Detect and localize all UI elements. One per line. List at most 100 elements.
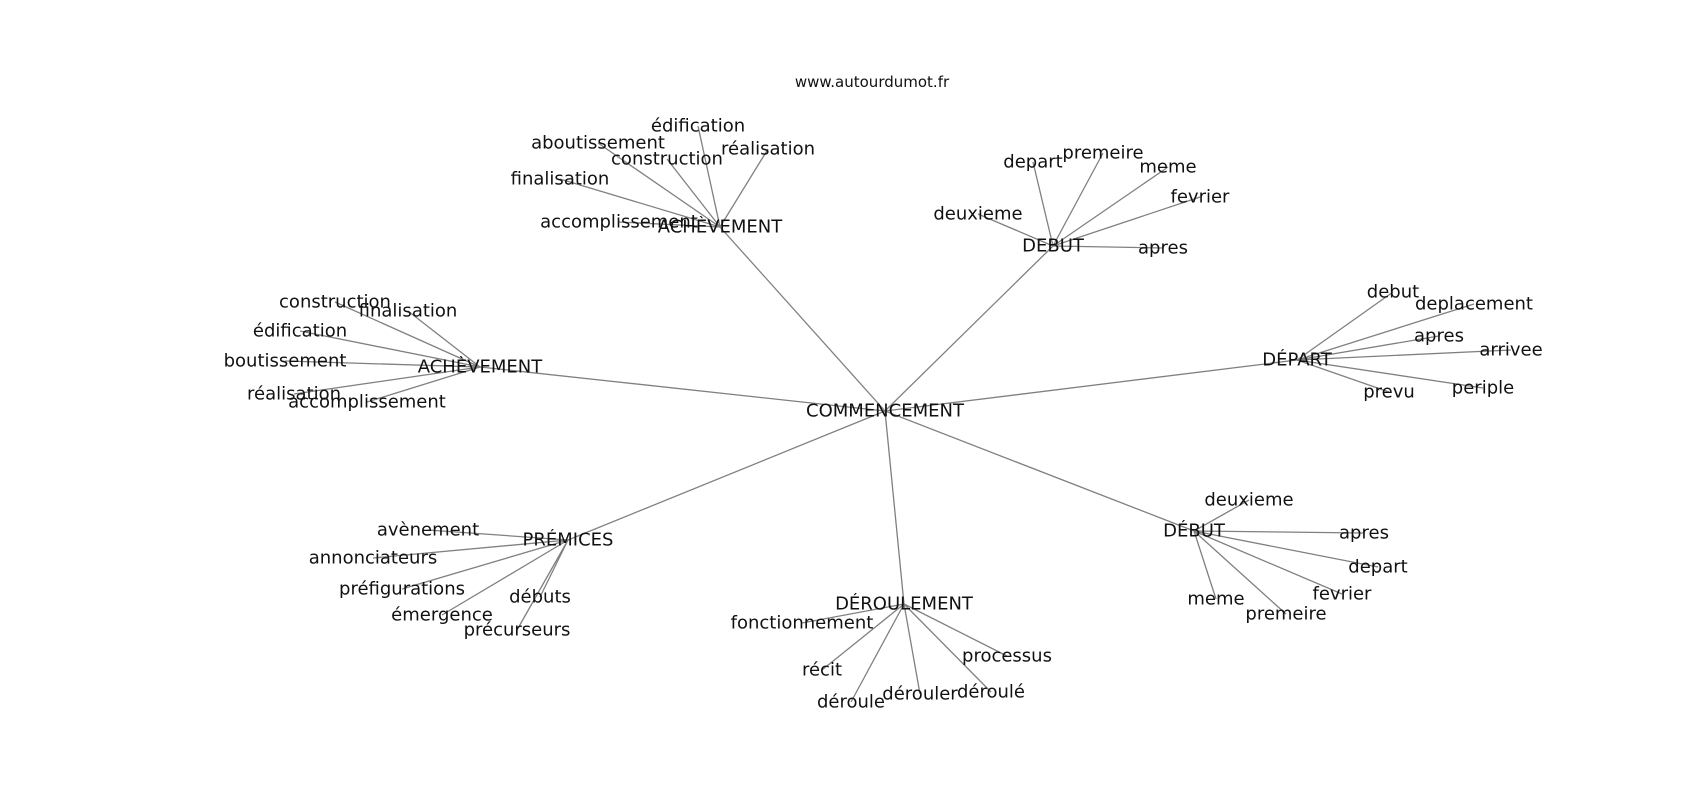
hub-node-achevement[interactable]: ACHÈVEMENT — [658, 216, 784, 238]
node-annonciateurs[interactable]: annonciateurs — [309, 548, 438, 569]
node-meme[interactable]: meme — [1139, 157, 1196, 178]
graph-labels: www.autourdumot.fr édificationaboutissem… — [224, 73, 1543, 713]
node-edification[interactable]: édification — [651, 116, 745, 137]
graph-edges — [284, 125, 1512, 703]
edge-achevement-boutissement — [284, 360, 481, 368]
hub-node-debut[interactable]: DEBUT — [1022, 236, 1085, 257]
edge-depart-apres — [1296, 335, 1440, 361]
hub-node-depart[interactable]: DÉPART — [1262, 349, 1332, 371]
hub-node-deroulement[interactable]: DÉROULEMENT — [835, 593, 974, 615]
node-apres[interactable]: apres — [1414, 326, 1464, 347]
edge-premices-emergence — [441, 539, 569, 616]
edge-debut-meme — [1052, 166, 1169, 247]
edge-debut-depart — [1032, 161, 1054, 247]
node-depart[interactable]: depart — [1003, 152, 1062, 173]
node-periple[interactable]: periple — [1452, 378, 1514, 399]
node-deroule[interactable]: déroule — [817, 692, 885, 713]
node-premeire[interactable]: premeire — [1062, 143, 1143, 164]
node-precurseurs[interactable]: précurseurs — [464, 620, 571, 641]
edge-root-depart — [884, 359, 1298, 412]
edge-deroulement-derouler — [903, 603, 921, 695]
edge-debut-meme — [1193, 530, 1217, 600]
edge-premices-avenement — [427, 529, 569, 541]
node-prevu[interactable]: prevu — [1363, 382, 1415, 403]
node-finalisation[interactable]: finalisation — [511, 169, 610, 190]
node-fevrier[interactable]: fevrier — [1171, 187, 1231, 208]
edge-achevement-accomplissement — [366, 366, 481, 403]
edge-achevement-accomplissement — [618, 221, 721, 228]
node-premeire[interactable]: premeire — [1245, 604, 1326, 625]
edge-root-debut — [884, 410, 1195, 532]
node-realisation[interactable]: réalisation — [721, 139, 815, 160]
node-apres[interactable]: apres — [1339, 523, 1389, 544]
node-prefigurations[interactable]: préfigurations — [339, 579, 465, 600]
edge-deroulement-fonctionnement — [801, 603, 905, 624]
node-debuts[interactable]: débuts — [509, 587, 571, 608]
edge-achevement-realisation — [293, 366, 481, 395]
edge-achevement-construction — [334, 301, 481, 368]
node-deuxieme[interactable]: deuxieme — [933, 204, 1022, 225]
edge-debut-deuxieme — [977, 213, 1054, 247]
hub-node-premices[interactable]: PRÉMICES — [523, 529, 614, 551]
edge-deroulement-deroule — [903, 603, 992, 693]
node-derouler[interactable]: dérouler — [882, 684, 958, 705]
node-arrivee[interactable]: arrivee — [1479, 340, 1542, 361]
edge-depart-periple — [1296, 359, 1484, 389]
node-apres[interactable]: apres — [1138, 238, 1188, 259]
edge-debut-apres — [1052, 245, 1164, 249]
node-construction[interactable]: construction — [611, 149, 723, 170]
node-edification[interactable]: édification — [253, 321, 347, 342]
edge-achevement-construction — [666, 158, 721, 228]
edge-achevement-finalisation — [559, 178, 721, 228]
node-deroule[interactable]: déroulé — [957, 682, 1025, 703]
node-boutissement[interactable]: boutissement — [224, 351, 347, 372]
node-finalisation[interactable]: finalisation — [359, 301, 458, 322]
edge-debut-depart — [1193, 530, 1379, 568]
edge-root-debut — [884, 245, 1054, 412]
node-deplacement[interactable]: deplacement — [1415, 294, 1533, 315]
edge-achevement-edification — [697, 125, 721, 228]
edge-achevement-realisation — [719, 148, 769, 228]
hub-node-achevement[interactable]: ACHÈVEMENT — [418, 356, 544, 378]
node-debut[interactable]: debut — [1367, 282, 1419, 303]
root-node[interactable]: COMMENCEMENT — [806, 401, 965, 422]
node-accomplissement[interactable]: accomplissement — [540, 212, 698, 233]
node-fonctionnement[interactable]: fonctionnement — [731, 613, 874, 634]
node-recit[interactable]: récit — [802, 660, 842, 681]
edge-debut-apres — [1193, 530, 1365, 534]
node-deuxieme[interactable]: deuxieme — [1204, 490, 1293, 511]
hub-node-debut[interactable]: DÉBUT — [1163, 520, 1226, 542]
edge-root-premices — [567, 410, 886, 541]
edge-deroulement-deroule — [850, 603, 905, 703]
node-accomplissement[interactable]: accomplissement — [288, 392, 446, 413]
edge-premices-precurseurs — [516, 539, 569, 631]
edge-depart-deplacement — [1296, 303, 1475, 361]
edge-debut-deuxieme — [1193, 499, 1250, 532]
node-construction[interactable]: construction — [279, 292, 391, 313]
node-meme[interactable]: meme — [1187, 589, 1244, 610]
edge-deroulement-recit — [821, 603, 905, 671]
node-aboutissement[interactable]: aboutissement — [531, 133, 665, 154]
node-realisation[interactable]: réalisation — [247, 384, 341, 405]
edge-root-deroulement — [884, 410, 905, 605]
node-emergence[interactable]: émergence — [391, 605, 493, 626]
edge-depart-prevu — [1296, 359, 1390, 393]
edge-root-achevement — [719, 226, 886, 412]
node-processus[interactable]: processus — [962, 646, 1052, 667]
node-fevrier[interactable]: fevrier — [1313, 584, 1373, 605]
edge-achevement-edification — [299, 330, 481, 368]
edge-achevement-aboutissement — [597, 142, 721, 228]
edge-debut-fevrier — [1052, 196, 1201, 247]
edge-premices-prefigurations — [401, 539, 569, 590]
node-avenement[interactable]: avènement — [377, 520, 479, 541]
edge-achevement-finalisation — [407, 310, 481, 368]
edge-premices-annonciateurs — [372, 539, 569, 559]
site-watermark: www.autourdumot.fr — [795, 73, 950, 91]
edge-debut-premeire — [1193, 530, 1287, 615]
edge-debut-fevrier — [1193, 530, 1343, 595]
node-depart[interactable]: depart — [1348, 557, 1407, 578]
edge-root-achevement — [479, 366, 886, 412]
edge-depart-debut — [1296, 291, 1394, 361]
edge-debut-premeire — [1052, 152, 1104, 247]
edge-deroulement-processus — [903, 603, 1008, 657]
